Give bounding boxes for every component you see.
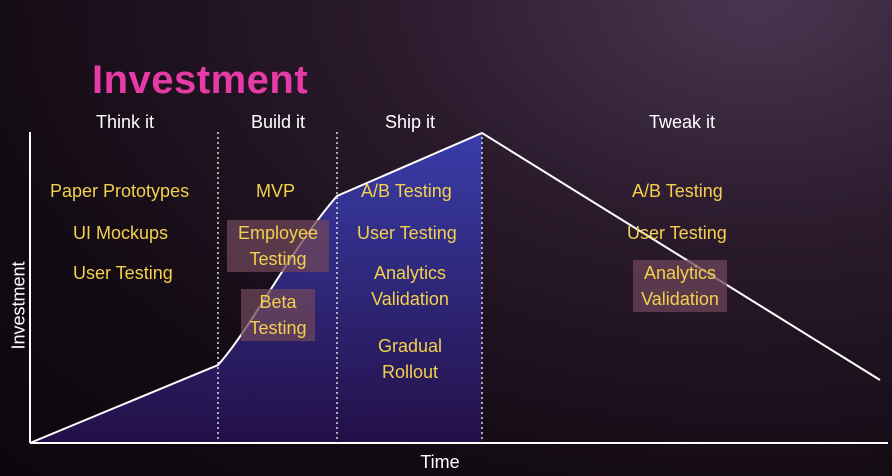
slide-title: Investment <box>92 58 309 102</box>
build-item-beta-testing: Beta Testing <box>241 289 315 341</box>
phase-build-it-label: Build it <box>250 112 306 132</box>
ship-item-ab-testing: A/B Testing <box>361 181 452 201</box>
tweak-item-user-testing: User Testing <box>627 223 727 243</box>
phase-think-it-label: Think it <box>95 112 155 132</box>
tweak-item-analytics-validation: Analytics Validation <box>633 260 727 312</box>
build-item-mvp: MVP <box>256 181 296 201</box>
think-item-paper-prototypes: Paper Prototypes <box>50 181 190 201</box>
think-item-ui-mockups: UI Mockups <box>73 223 169 243</box>
phase-ship-it-label: Ship it <box>384 112 436 132</box>
think-item-user-testing: User Testing <box>73 263 173 283</box>
phase-tweak-it-label: Tweak it <box>648 112 716 132</box>
ship-item-analytics-validation: Analytics Validation <box>371 263 449 309</box>
investment-curve <box>29 131 881 444</box>
tweak-item-ab-testing: A/B Testing <box>632 181 723 201</box>
build-item-employee-testing: Employee Testing <box>227 220 329 272</box>
y-axis-label: Investment <box>8 261 29 350</box>
investment-area <box>30 133 482 443</box>
x-axis-label: Time <box>420 452 460 472</box>
ship-item-gradual-rollout: Gradual Rollout <box>377 336 443 382</box>
ship-item-user-testing: User Testing <box>357 223 457 243</box>
